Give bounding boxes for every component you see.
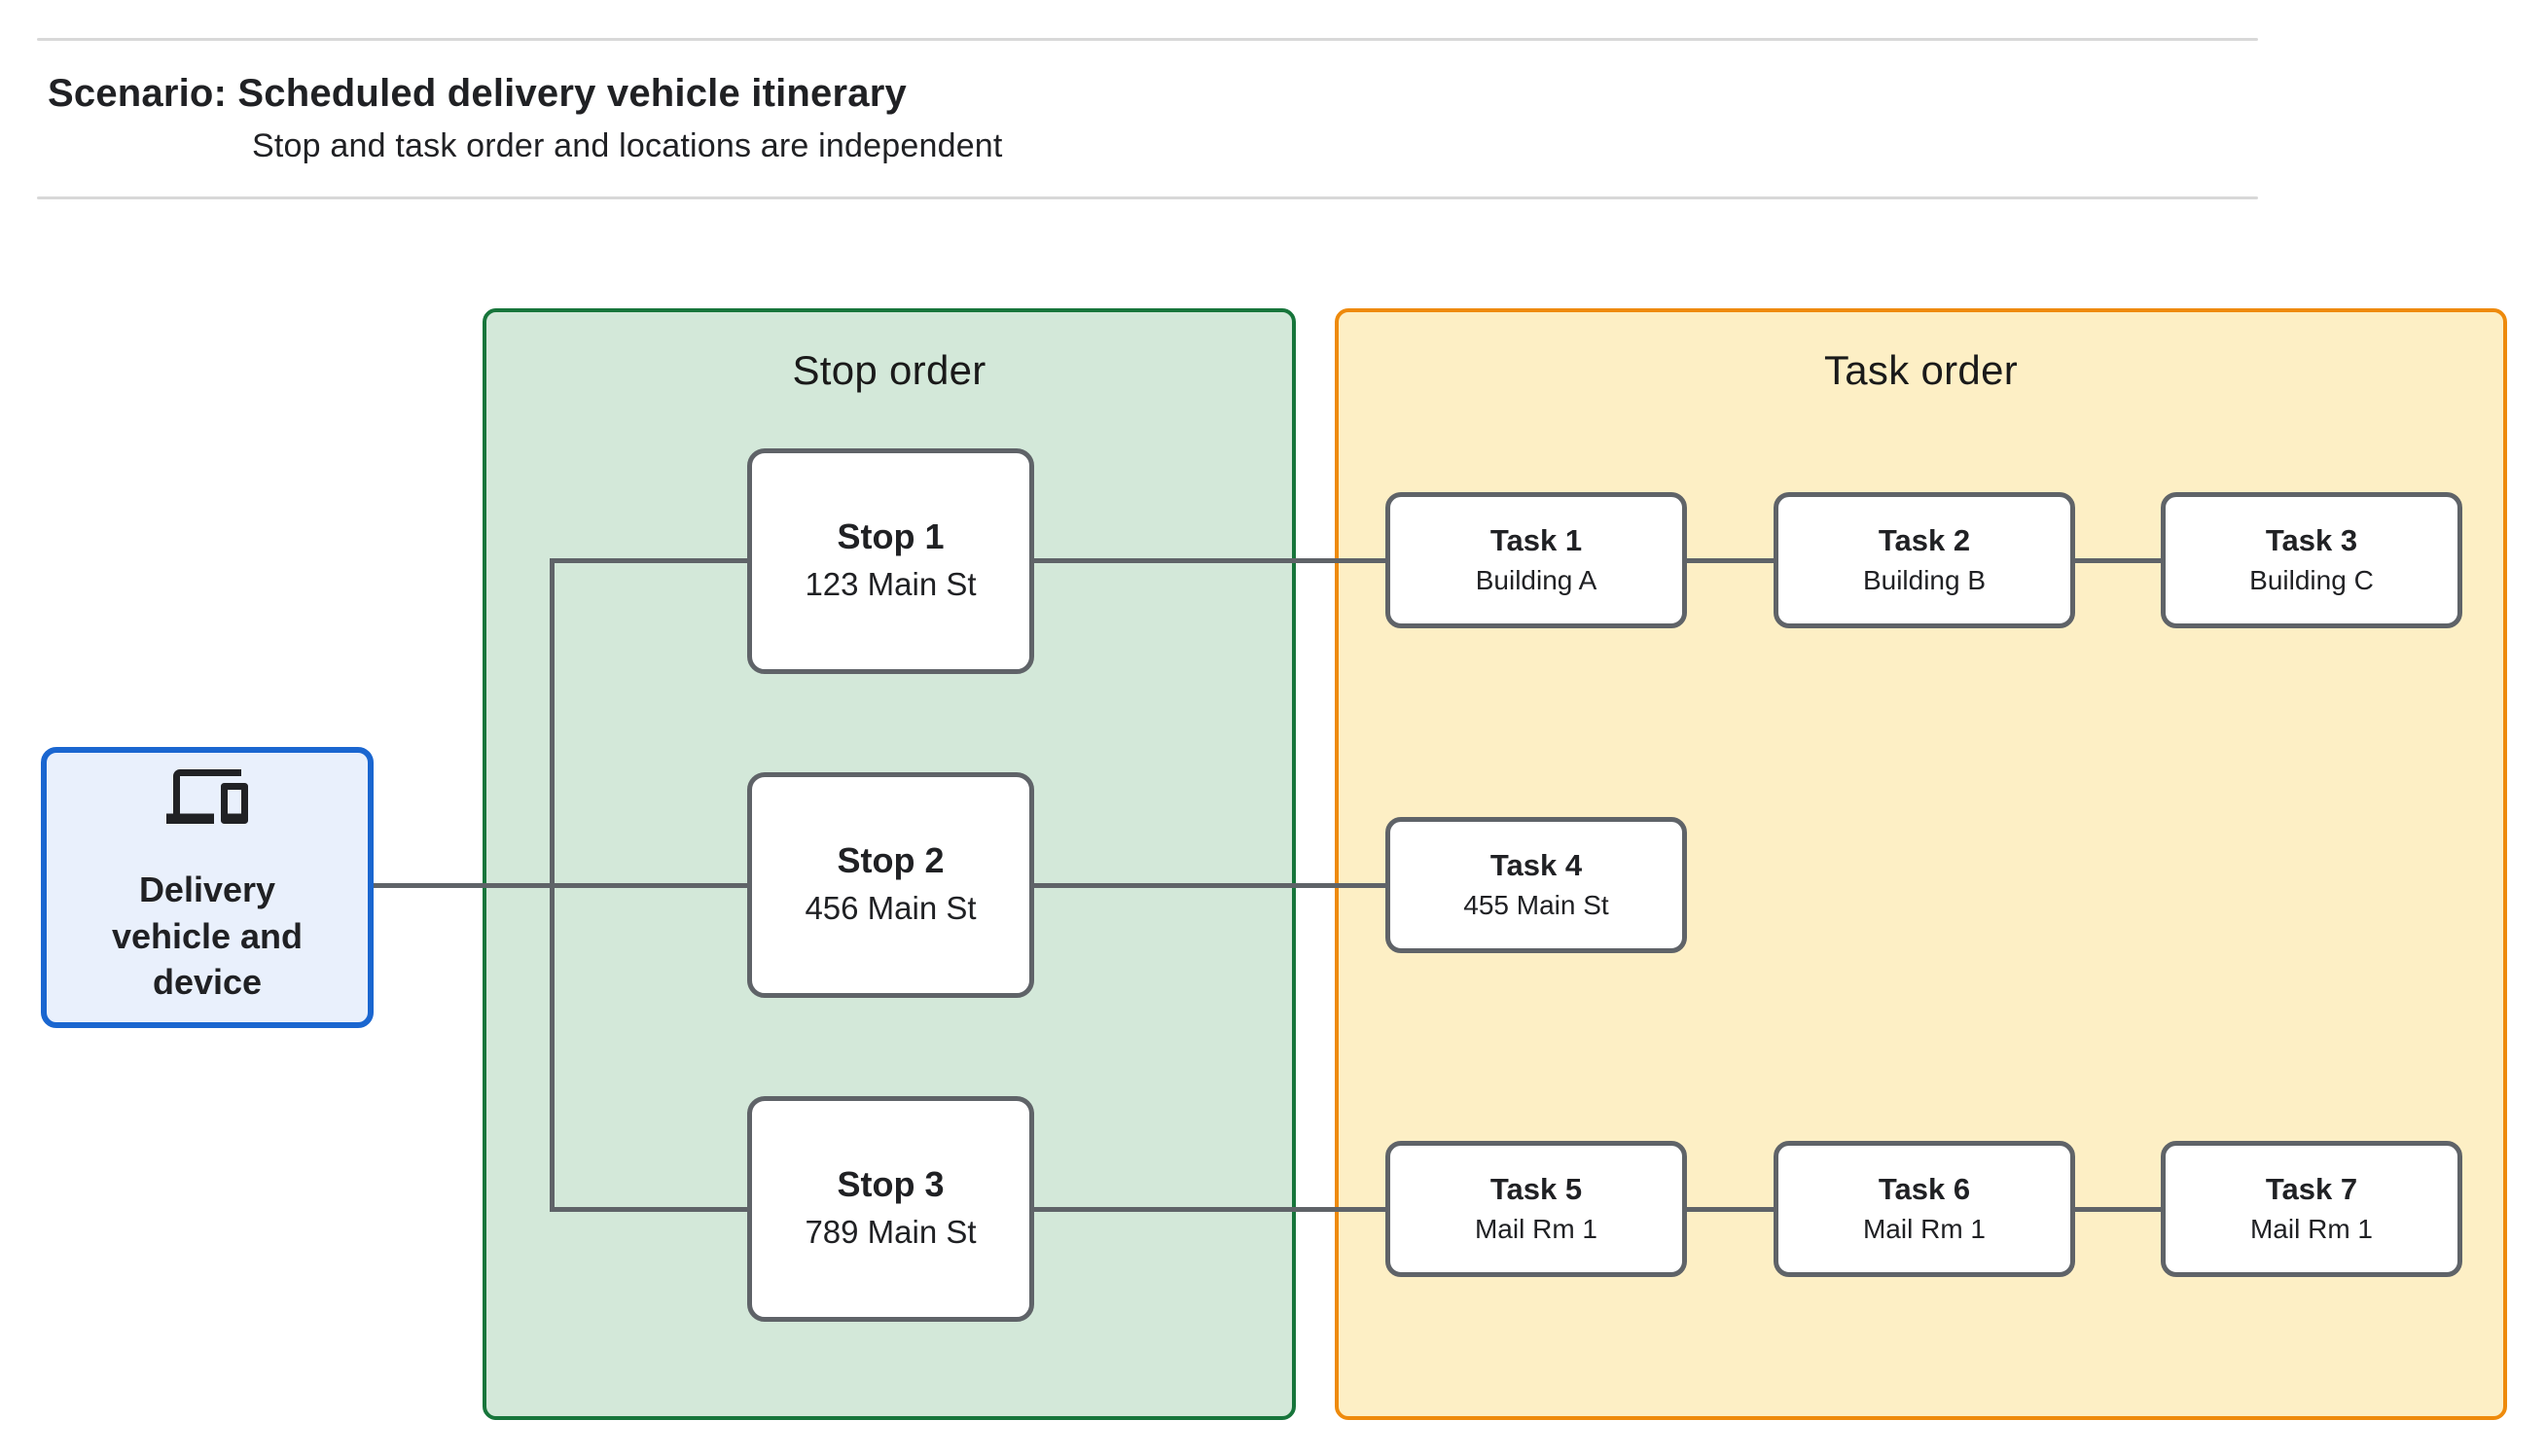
- delivery-vehicle-label: Delivery vehicle and device: [111, 869, 304, 1003]
- connector-trunk-to-stop1: [550, 558, 747, 563]
- task-location: 455 Main St: [1463, 889, 1609, 920]
- task-location: Building A: [1475, 564, 1597, 595]
- task-7-node: Task 7 Mail Rm 1: [2161, 1141, 2462, 1277]
- task-location: Mail Rm 1: [1862, 1213, 1986, 1244]
- stop-address: 789 Main St: [805, 1214, 977, 1251]
- connector-trunk-to-stop3: [550, 1207, 747, 1212]
- stop-1-node: Stop 1 123 Main St: [747, 448, 1034, 674]
- stop-order-panel-label: Stop order: [792, 347, 986, 393]
- stop-3-node: Stop 3 789 Main St: [747, 1096, 1034, 1322]
- task-2-node: Task 2 Building B: [1774, 492, 2075, 628]
- task-4-node: Task 4 455 Main St: [1385, 817, 1687, 953]
- connector-stop2-to-task4: [1034, 883, 1385, 888]
- page-subtitle: Stop and task order and locations are in…: [252, 127, 1003, 164]
- connector-stop1-to-task1: [1034, 558, 1385, 563]
- connector-task2-to-task3: [2075, 558, 2161, 563]
- task-1-node: Task 1 Building A: [1385, 492, 1687, 628]
- connector-task1-to-task2: [1687, 558, 1774, 563]
- connector-task6-to-task7: [2075, 1207, 2161, 1212]
- task-title: Task 6: [1878, 1171, 1971, 1206]
- task-order-panel-label: Task order: [1823, 347, 2019, 393]
- connector-vehicle-to-stop2: [374, 883, 747, 888]
- connector-stop3-to-task5: [1034, 1207, 1385, 1212]
- stop-address: 456 Main St: [805, 890, 977, 927]
- task-3-node: Task 3 Building C: [2161, 492, 2462, 628]
- devices-icon: [166, 768, 248, 824]
- task-title: Task 1: [1489, 522, 1583, 557]
- stop-2-node: Stop 2 456 Main St: [747, 772, 1034, 998]
- task-5-node: Task 5 Mail Rm 1: [1385, 1141, 1687, 1277]
- task-location: Mail Rm 1: [2249, 1213, 2373, 1244]
- connector-task5-to-task6: [1687, 1207, 1774, 1212]
- task-title: Task 7: [2265, 1171, 2358, 1206]
- task-location: Mail Rm 1: [1474, 1213, 1597, 1244]
- bottom-divider: [37, 196, 2258, 199]
- delivery-vehicle-node: Delivery vehicle and device: [41, 747, 374, 1028]
- task-location: Building C: [2249, 564, 2374, 595]
- stop-address: 123 Main St: [805, 566, 977, 603]
- task-6-node: Task 6 Mail Rm 1: [1774, 1141, 2075, 1277]
- task-title: Task 5: [1489, 1171, 1583, 1206]
- task-location: Building B: [1862, 564, 1987, 595]
- task-title: Task 4: [1489, 847, 1583, 882]
- stop-title: Stop 2: [837, 840, 945, 881]
- task-title: Task 3: [2265, 522, 2358, 557]
- connector-trunk-vertical: [550, 558, 555, 1212]
- page-title: Scenario: Scheduled delivery vehicle iti…: [48, 72, 907, 115]
- top-divider: [37, 38, 2258, 41]
- stop-title: Stop 1: [837, 516, 945, 557]
- task-title: Task 2: [1878, 522, 1971, 557]
- stop-title: Stop 3: [837, 1164, 945, 1205]
